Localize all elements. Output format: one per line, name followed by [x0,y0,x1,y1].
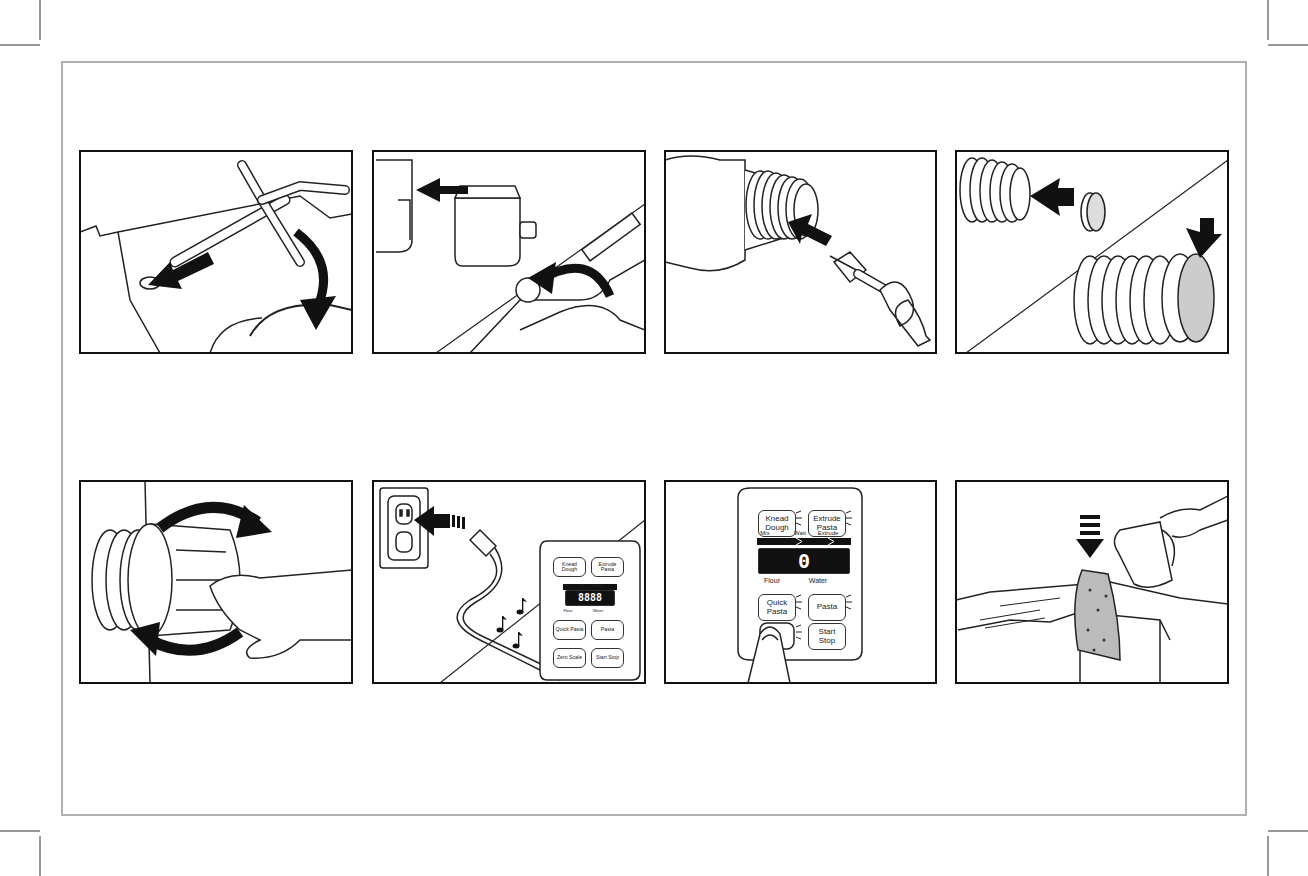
control-button: Pasta [808,594,846,621]
led-display: 0 [758,548,850,574]
button-label: Knead Dough [555,562,584,573]
panel-label: Water [809,577,827,584]
display-digits: 0 [798,551,810,572]
panel-label: Flour [563,609,572,613]
button-label: Zero Scale [557,655,582,660]
display-digits: 8888 [578,593,602,604]
control-button: Knead Dough [553,557,586,577]
panel-label: Extrude [592,585,604,589]
control-button: Zero Scale [553,648,586,668]
button-label: Quick Pasta [760,599,794,616]
button-label: Extrude Pasta [810,515,844,532]
panel-label: Wait [794,530,806,536]
led-display: 8888 [565,590,615,606]
control-button: Start Stop [808,623,846,650]
panel-label: Extrude [818,530,839,536]
panel-label: Water [593,609,604,613]
control-button: Extrude Pasta [591,557,624,577]
button-label: Pasta [817,603,837,611]
button-label: Start Stop [810,628,844,645]
panel-label: Mix [760,530,769,536]
panel-label: Mix [565,585,571,589]
control-button: Start Stop [591,648,624,668]
control-button: Quick Pasta [758,594,796,621]
panel-label: Flour [764,577,780,584]
button-label: Start Stop [596,655,619,660]
control-button: Quick Pasta [553,620,586,640]
button-label: Pasta [601,627,614,632]
button-label: Knead Dough [760,515,794,532]
panel-label: Wait [579,585,586,589]
button-label: Quick Pasta [556,627,584,632]
control-button: Pasta [591,620,624,640]
button-label: Extrude Pasta [593,562,622,573]
